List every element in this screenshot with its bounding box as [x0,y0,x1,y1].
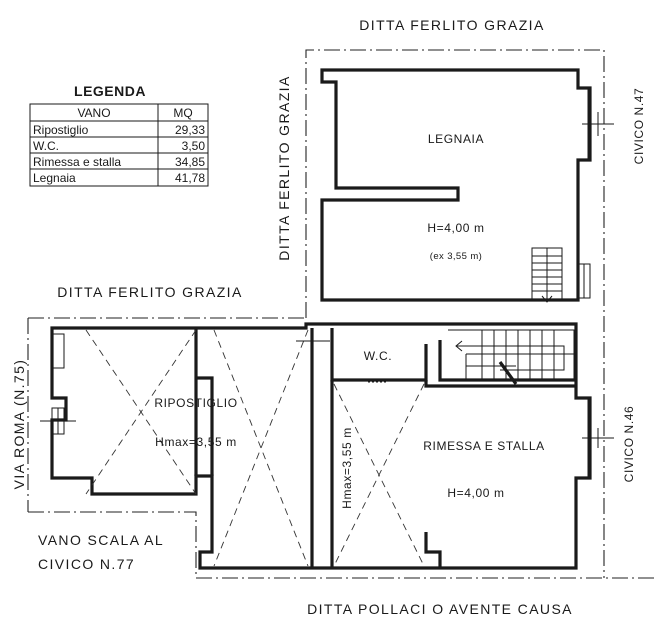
stair-label-line2: CIVICO N.77 [38,556,135,572]
room-note-legnaia: (ex 3,55 m) [430,251,482,262]
legend-row-mq: 3,50 [182,139,206,153]
dashed-roof-lines [85,329,425,567]
legend-title: LEGENDA [74,83,146,99]
stairs-legnaia [531,247,563,303]
room-height-rimessa-vertical: Hmax=3,55 m [340,427,354,509]
legend-row-mq: 41,78 [175,171,205,185]
room-label-legnaia: LEGNAIA [428,132,484,146]
legend-row-vano: Legnaia [33,171,76,185]
property-boundary [27,49,658,579]
stairs-rimessa [448,329,575,385]
room-label-rimessa: RIMESSA E STALLA [423,439,544,453]
room-height-ripostiglio: Hmax=3,55 m [155,435,237,449]
street-left-label: VIA ROMA (N.75) [11,359,27,490]
walls [40,68,614,570]
room-height-rimessa: H=4,00 m [447,486,504,500]
legend-row-vano: Ripostiglio [33,123,89,137]
neighbor-bottom-label: DITTA POLLACI O AVENTE CAUSA [307,601,573,617]
legend-col-mq: MQ [173,106,192,120]
neighbor-middle-label: DITTA FERLITO GRAZIA [57,284,242,300]
civic-number-lower: CIVICO N.46 [622,406,636,483]
wc-door [296,334,388,383]
legend-table: LEGENDA VANO MQ Ripostiglio 29,33 W.C. 3… [29,83,209,187]
legend-col-vano: VANO [77,106,110,120]
room-height-legnaia: H=4,00 m [427,221,484,235]
neighbor-top-label: DITTA FERLITO GRAZIA [359,17,544,33]
legend-row-vano: Rimessa e stalla [33,155,121,169]
stair-label-line1: VANO SCALA AL [38,532,164,548]
room-label-ripostiglio: RIPOSTIGLIO [154,396,237,410]
civic-number-upper: CIVICO N.47 [632,88,646,165]
legend-row-mq: 34,85 [175,155,205,169]
room-label-wc: W.C. [364,349,392,363]
neighbor-vertical-label: DITTA FERLITO GRAZIA [276,75,292,260]
legend-row-mq: 29,33 [175,123,205,137]
legend-row-vano: W.C. [33,139,59,153]
